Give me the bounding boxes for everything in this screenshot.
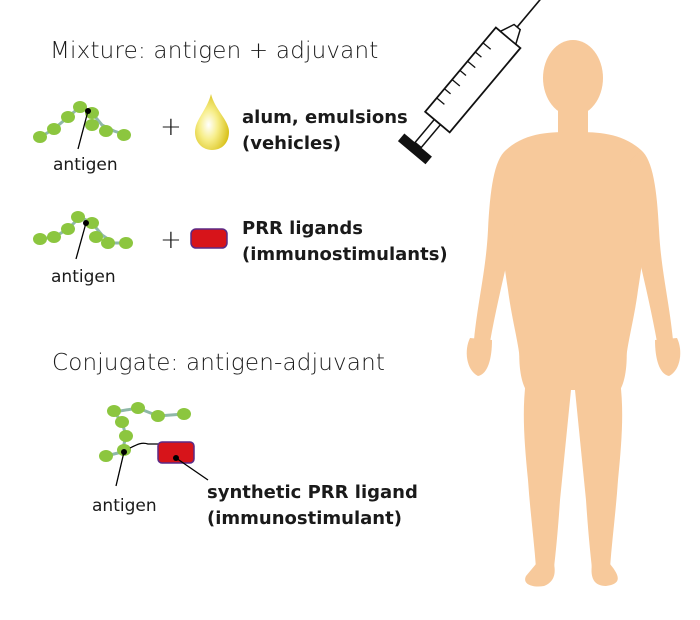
adjuvant-line: (immunostimulants) bbox=[242, 244, 448, 265]
adjuvant-line: (vehicles) bbox=[242, 133, 342, 154]
ligand-text: synthetic PRR ligand (immunostimulant) bbox=[207, 480, 418, 532]
conjugate-icon bbox=[99, 402, 209, 487]
antigen-label: antigen bbox=[92, 496, 157, 516]
adjuvant-line: alum, emulsions bbox=[242, 107, 408, 128]
prr-ligand-icon bbox=[190, 228, 228, 249]
antigen-label: antigen bbox=[53, 155, 118, 175]
plus-sign: + bbox=[160, 225, 182, 255]
ligand-line: synthetic PRR ligand bbox=[207, 482, 418, 503]
conjugate-heading: Conjugate: antigen-adjuvant bbox=[52, 350, 386, 376]
ligand-line: (immunostimulant) bbox=[207, 508, 402, 529]
antigen-chain-icon bbox=[33, 101, 131, 150]
adjuvant-text-alum: alum, emulsions (vehicles) bbox=[242, 105, 408, 157]
human-body-icon bbox=[466, 40, 681, 587]
oil-droplet-icon bbox=[195, 94, 229, 150]
adjuvant-text-prr: PRR ligands (immunostimulants) bbox=[242, 216, 448, 268]
mixture-heading: Mixture: antigen + adjuvant bbox=[50, 38, 379, 64]
adjuvant-line: PRR ligands bbox=[242, 218, 363, 239]
antigen-chain-icon bbox=[33, 211, 133, 260]
syringe-icon bbox=[397, 0, 560, 165]
plus-sign: + bbox=[160, 112, 182, 142]
antigen-label: antigen bbox=[51, 267, 116, 287]
prr-ligand-icon bbox=[157, 441, 195, 464]
